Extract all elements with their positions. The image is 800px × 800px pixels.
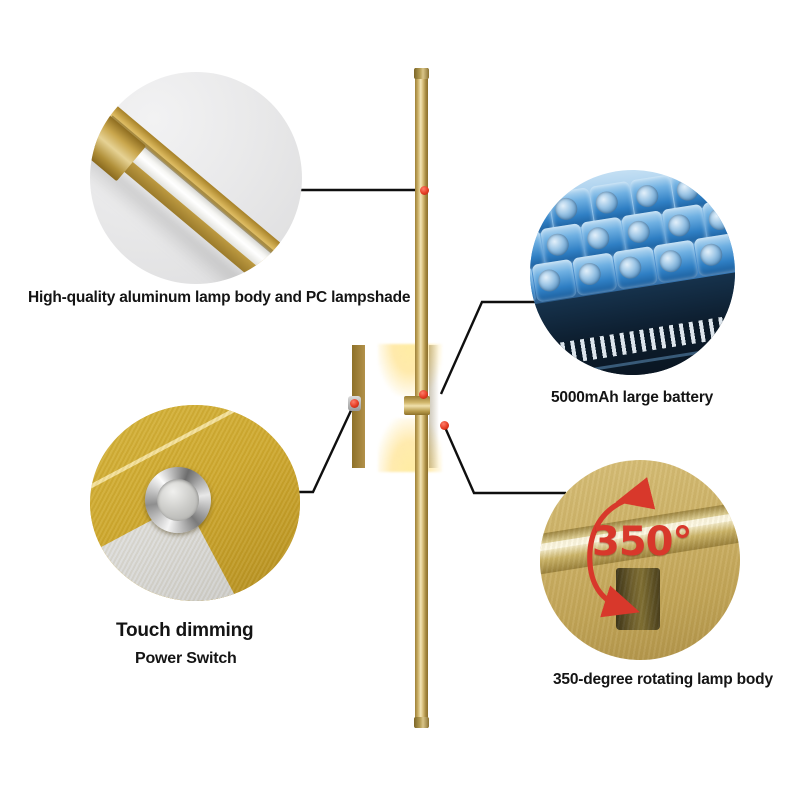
anchor-dot-lamp-body [420, 186, 429, 195]
rod-cap-top [414, 68, 429, 79]
bubble-battery-cells-photo [530, 170, 735, 375]
bubble-rotation-photo: 350° [540, 460, 740, 660]
touch-button-face [157, 479, 199, 521]
anchor-dot-battery [419, 390, 428, 399]
touch-button-chrome-ring [145, 467, 211, 533]
rod-cast-shadow [429, 345, 439, 468]
caption-power-switch: Power Switch [135, 650, 237, 667]
bubble-aluminum-lamp-body-photo [90, 72, 302, 284]
rod-cap-bottom [414, 717, 429, 728]
bubble-touch-switch-photo [90, 405, 300, 601]
rotation-degree-badge: 350° [592, 519, 692, 565]
led-vent-strip [550, 311, 735, 366]
caption-rotation: 350-degree rotating lamp body [553, 671, 773, 688]
rod-mount-post [404, 396, 430, 415]
rotation-arrow-icon [587, 477, 656, 618]
caption-touch-dimming: Touch dimming [116, 620, 254, 641]
anchor-dot-touch-switch [350, 399, 359, 408]
anchor-dot-rotation [440, 421, 449, 430]
caption-battery: 5000mAh large battery [551, 389, 714, 406]
caption-lamp-body: High-quality aluminum lamp body and PC l… [28, 289, 411, 306]
lamp-glow-top [378, 344, 442, 396]
lamp-glow-bottom [378, 418, 442, 472]
